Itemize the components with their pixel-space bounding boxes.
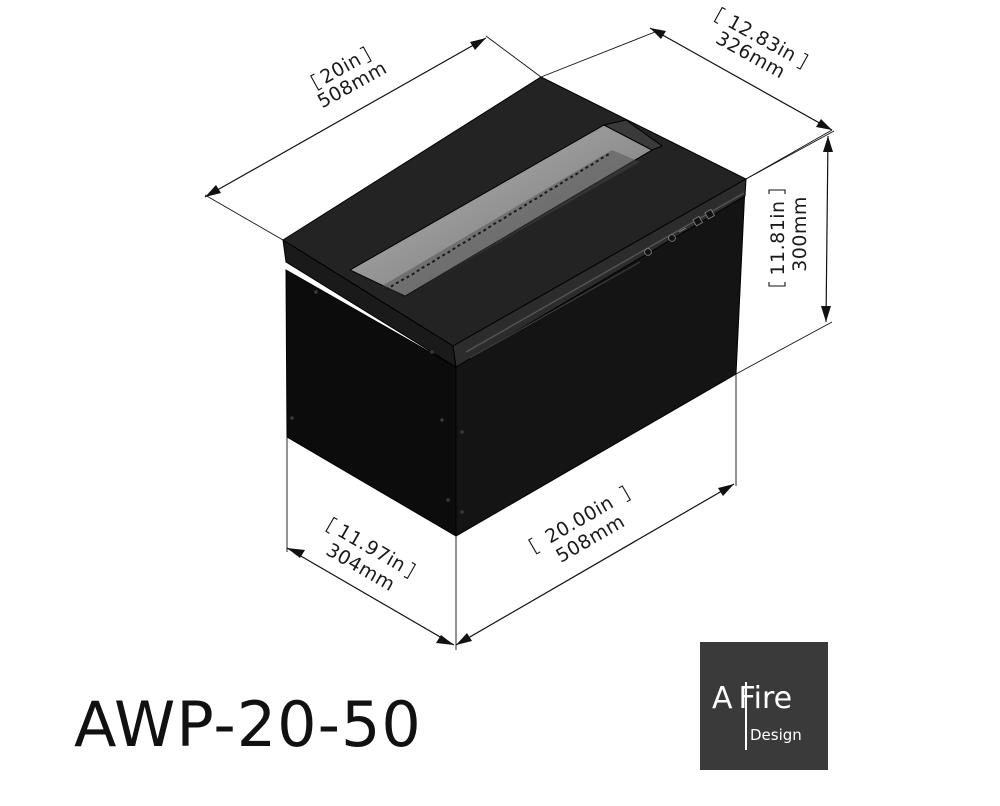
logo-divider	[745, 682, 747, 750]
control-knob-icon	[644, 248, 652, 256]
side-rail-lower	[469, 261, 641, 359]
height-metric: 300mm	[789, 196, 811, 272]
control-switch-icon	[668, 234, 676, 242]
logo-subtitle: Design	[750, 726, 802, 744]
burner-nozzles	[385, 152, 612, 291]
screws	[290, 290, 464, 514]
flame-window-inner	[382, 150, 640, 296]
power-socket-icon	[704, 208, 716, 220]
control-panel	[644, 208, 716, 256]
fireplace-insert	[282, 76, 748, 537]
top-right-edge	[452, 178, 747, 368]
model-title: AWP-20-50	[74, 688, 422, 761]
control-mark	[678, 227, 687, 233]
control-housing	[602, 119, 664, 151]
height-imperial: 11.81in	[767, 200, 789, 275]
power-socket-icon	[692, 215, 704, 227]
dimension-height: 11.81in 300mm	[735, 130, 835, 375]
